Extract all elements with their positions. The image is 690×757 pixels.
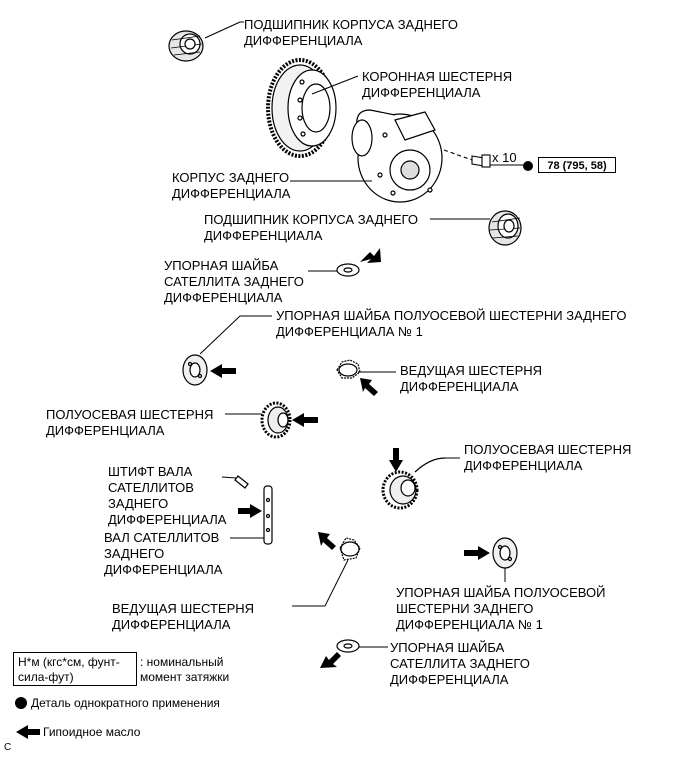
pinion-1-part [336,359,361,379]
oil-arrow-4 [292,413,318,427]
bearing-top-part [168,30,204,62]
pinion-washer-1-part [336,263,360,277]
case-part [351,109,443,203]
oil-arrow-6 [238,504,262,518]
oil-arrow-7 [318,532,336,550]
legend-dot [15,697,27,709]
oil-arrow-1 [360,248,381,263]
label-side-washer-1: УПОРНАЯ ШАЙБА ПОЛУОСЕВОЙ ШЕСТЕРНИ ЗАДНЕГ… [276,308,627,339]
pin-part [234,475,249,489]
leader-ring-gear [311,75,359,95]
leader-bearing-top [204,21,241,39]
legend-unit-box: Н*м (кгс*см, фунт- сила-фут) [13,652,137,686]
pinion-washer-2-part [336,639,360,653]
oil-arrow-5 [389,448,403,472]
leader-side-washer-1 [199,315,272,355]
legend-non-reusable: Деталь однократного применения [31,696,220,710]
legend-oil: Гипоидное масло [43,725,141,739]
side-washer-2-part [492,537,518,569]
legend-oil-arrow [16,725,40,739]
side-washer-1-part [182,354,208,386]
shaft-part [263,485,273,545]
leader-pinion-2 [292,559,349,607]
side-gear-2-part [381,457,446,510]
oil-arrow-9 [320,652,341,668]
bolt-part [443,149,491,168]
torque-spec: 78 (795, 58) [538,157,616,173]
bolt-count: x 10 [492,150,517,165]
pinion-2-part [339,537,361,561]
corner-mark: C [4,742,12,753]
bearing-2-part [488,210,522,246]
ring-gear-part [266,58,337,158]
oil-arrow-2 [210,364,236,378]
oil-arrow-3 [360,378,378,396]
oil-arrow-8 [464,546,490,560]
legend-unit-desc: : номинальный момент затяжки [140,655,230,684]
side-gear-1-part [260,401,292,439]
non-reusable-dot [523,161,533,171]
